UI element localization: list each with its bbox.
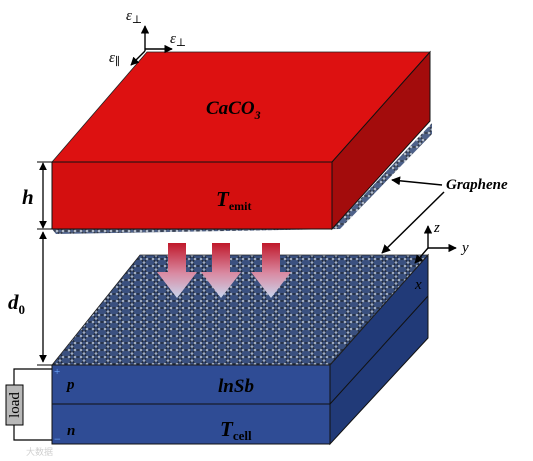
axis-y-label: y [460,240,469,256]
h-label: h [22,185,34,209]
heat-flux-arrows [157,243,291,298]
eps-parallel-label: ε∥ [109,50,120,68]
emitter-axes: ε⊥ ε⊥ ε∥ [109,8,186,68]
graphene-pointer-cell [381,191,445,254]
graphene-pointer-emitter [391,176,443,186]
cell-axis-x [414,247,429,264]
emitter-temp-sub: emit [229,199,252,213]
d0-label: d0 [8,290,25,317]
d0-sub: 0 [19,302,26,317]
emitter-temperature-label: Temit [216,187,251,213]
axis-z-label: z [433,220,440,236]
d0-main: d [8,290,19,314]
load-wire-top [13,368,52,385]
cell-graphene-layer [52,255,428,365]
emitter-block: CaCO3 Temit [51,50,432,234]
load-label: load [7,392,23,418]
emitter-material-label: CaCO3 [206,98,261,122]
emitter-material-sub: 3 [254,108,261,122]
flux-arrow-2 [201,243,241,298]
load-circuit: load [5,368,52,441]
graphene-label: Graphene [446,177,508,193]
cell-temperature-label: Tcell [220,417,252,443]
cell-axes: z y x [414,220,469,293]
cell-front-p-layer [51,364,331,405]
emitter-temp-main: T [216,187,230,211]
cell-temp-main: T [220,417,234,441]
dimension-markers: h d0 [8,161,52,366]
cell-block: lnSb Tcell p n + − [51,253,429,446]
cell-side-divider [329,295,429,405]
load-resistor [5,384,24,426]
flux-arrow-3 [251,243,291,298]
emitter-axis-diagonal [130,50,146,66]
eps-perp-right-label: ε⊥ [170,31,186,49]
p-layer-label: p [65,377,75,393]
emitter-front-face [51,161,333,230]
cell-temp-sub: cell [233,428,252,443]
cell-front-n-layer [51,403,331,445]
minus-terminal: − [54,432,61,446]
load-wire-bottom [13,425,52,441]
watermark-text: 大数据 [26,446,53,458]
n-layer-label: n [67,423,75,439]
flux-arrow-1 [157,243,197,298]
cell-material-label: lnSb [218,376,254,397]
emitter-material-main: CaCO [206,98,255,119]
plus-terminal: + [54,366,60,378]
cell-top-outline [51,254,429,366]
eps-perp-top-label: ε⊥ [126,8,142,26]
graphene-callout: Graphene [381,176,508,254]
axis-x-label: x [414,277,422,293]
emitter-side-face [331,50,431,231]
